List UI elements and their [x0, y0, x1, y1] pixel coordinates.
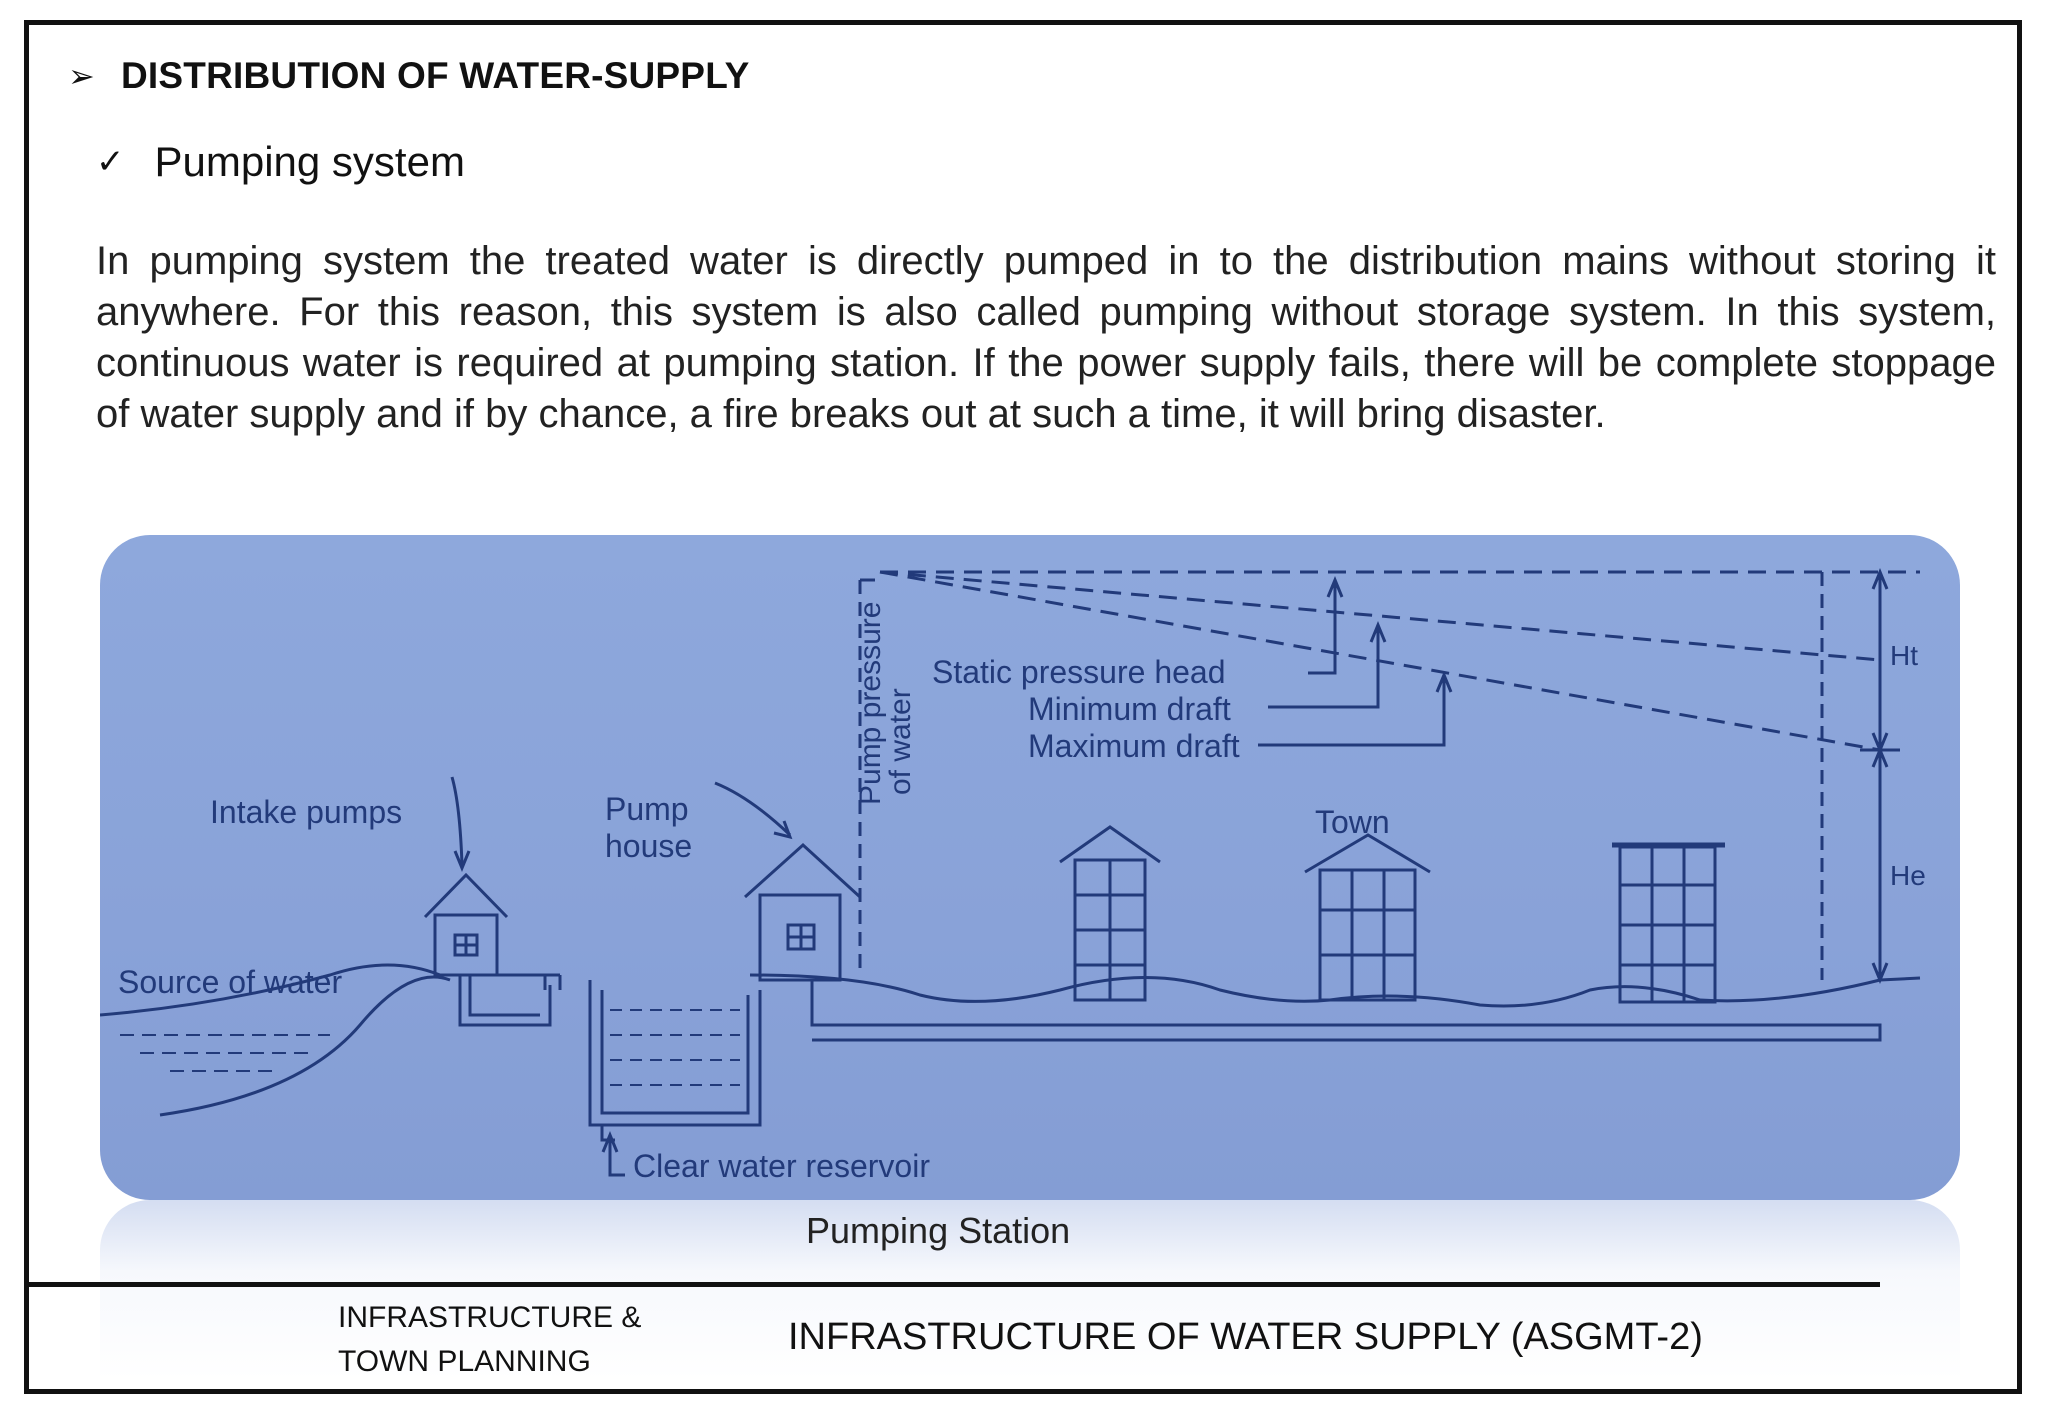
- slide-heading: ➢ DISTRIBUTION OF WATER-SUPPLY: [68, 55, 749, 97]
- intake-pumps-label: Intake pumps: [210, 794, 402, 830]
- subheading-text: Pumping system: [154, 138, 465, 185]
- pump-label: Pump: [605, 791, 689, 827]
- arrow-bullet-icon: ➢: [68, 58, 96, 94]
- he-label: He: [1890, 860, 1926, 891]
- body-paragraph: In pumping system the treated water is d…: [96, 239, 1996, 436]
- left-ground: [159, 975, 451, 1117]
- clear-water-reservoir-label: Clear water reservoir: [633, 1148, 930, 1184]
- diagram-svg: Pump pressure of water Static pressure h…: [100, 568, 1926, 1184]
- intake-house: [433, 913, 499, 977]
- building-2: [1318, 868, 1417, 1002]
- pump-house: [758, 893, 842, 982]
- footer-course: INFRASTRUCTURE & TOWN PLANNING: [338, 1296, 641, 1384]
- source-surface: [100, 963, 441, 1017]
- maximum-draft-label: Maximum draft: [1028, 728, 1240, 764]
- heading-text: DISTRIBUTION OF WATER-SUPPLY: [121, 55, 750, 96]
- footer-course-line2: TOWN PLANNING: [338, 1345, 591, 1378]
- reservoir: [588, 980, 762, 1127]
- minimum-draft-label: Minimum draft: [1028, 691, 1231, 727]
- slide-subheading: ✓ Pumping system: [96, 138, 465, 186]
- diagram-caption: Pumping Station: [806, 1210, 1071, 1251]
- pumping-system-diagram: Pump pressure of water Static pressure h…: [100, 535, 1960, 1200]
- diagram-reflection: [100, 1200, 1960, 1380]
- footer-title: INFRASTRUCTURE OF WATER SUPPLY (ASGMT-2): [788, 1316, 1703, 1358]
- distribution-main: [810, 980, 1882, 1042]
- ht-label: Ht: [1890, 640, 1918, 671]
- pump-pressure-label: Pump pressure: [854, 602, 887, 805]
- of-water-label: of water: [884, 688, 917, 795]
- house-label: house: [605, 828, 692, 864]
- footer-course-line1: INFRASTRUCTURE &: [338, 1301, 642, 1334]
- footer-divider: [28, 1282, 1880, 1287]
- checkmark-icon: ✓: [96, 143, 125, 181]
- town-label: Town: [1315, 804, 1390, 840]
- source-of-water-label: Source of water: [118, 964, 342, 1000]
- static-head-label: Static pressure head: [932, 654, 1226, 690]
